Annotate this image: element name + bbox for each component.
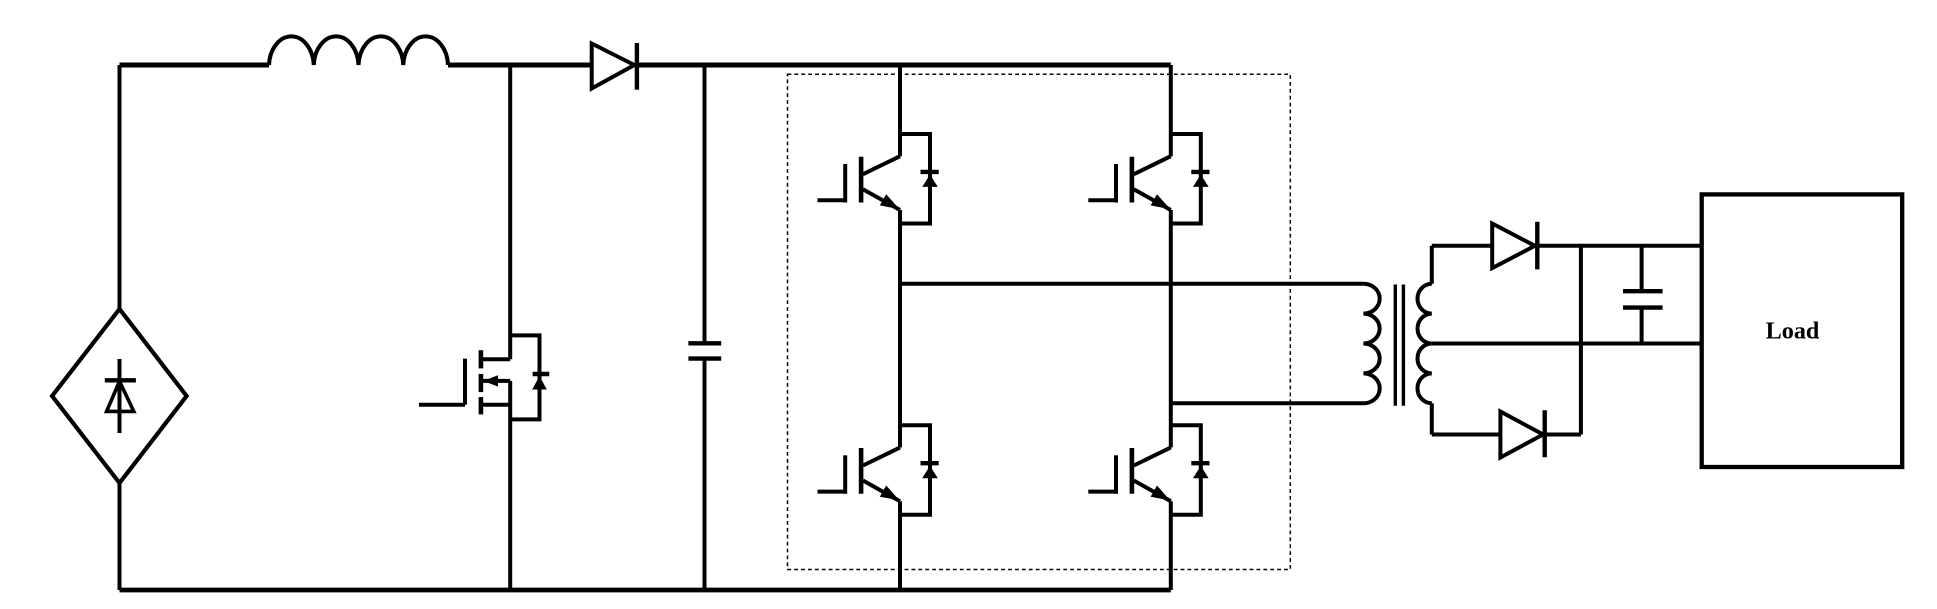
svg-text:Load: Load: [1766, 318, 1820, 345]
